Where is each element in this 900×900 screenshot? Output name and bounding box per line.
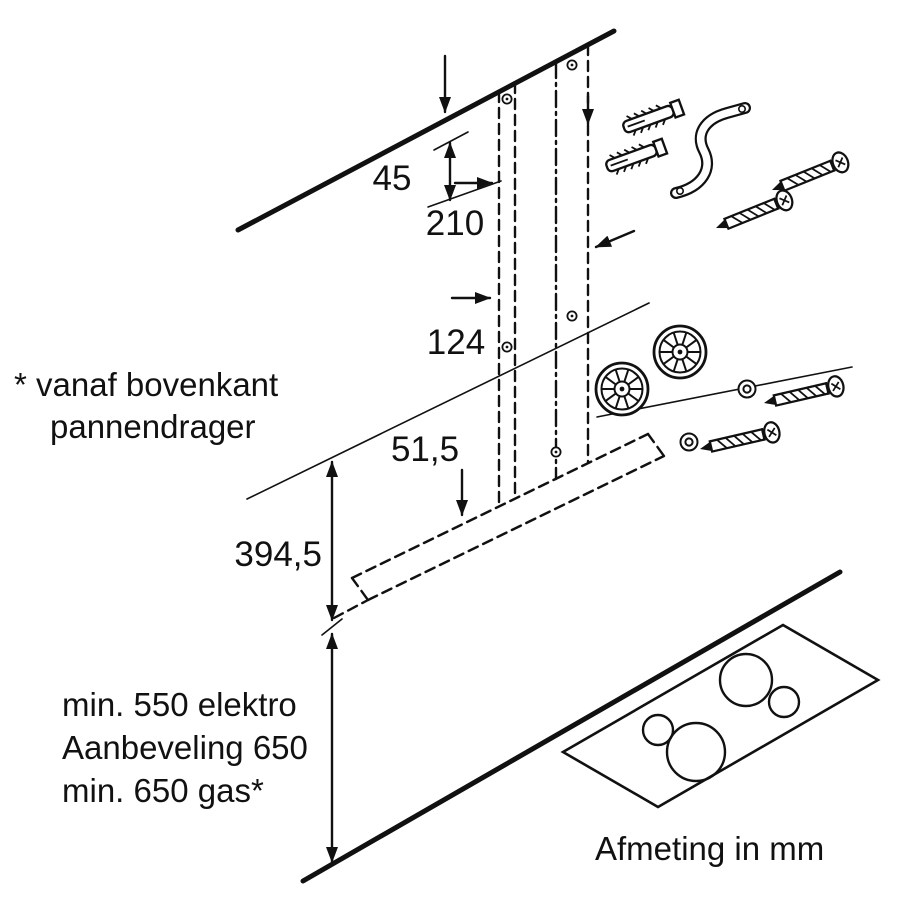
- burner-ring: [767, 685, 801, 719]
- washer-icon: [737, 379, 757, 399]
- burner-ring: [665, 721, 727, 783]
- washer-icon: [679, 432, 699, 452]
- mounting-screw-icon: [711, 186, 797, 239]
- wall-plug-icon: [619, 96, 687, 139]
- clearance-note-line2: Aanbeveling 650: [62, 729, 308, 766]
- clearance-note-line3: min. 650 gas*: [62, 772, 264, 809]
- dim-51-5: 51,5: [391, 430, 468, 517]
- dim-45-label: 45: [373, 159, 412, 198]
- dim-210: 210: [426, 94, 636, 249]
- footer-units-label: Afmeting in mm: [595, 830, 824, 867]
- drill-hole-icon: [501, 93, 513, 105]
- dim-394-5: 394,5: [234, 460, 343, 636]
- canopy-lower-plane: [332, 432, 666, 620]
- hood-bottom-line: [246, 302, 650, 500]
- cover-cap-icon: [652, 324, 708, 380]
- dim-124-label: 124: [427, 323, 485, 362]
- dim-210-label: 210: [426, 204, 484, 243]
- drill-hole-icon: [566, 59, 578, 71]
- wall-plug-icon: [602, 135, 670, 178]
- mounting-centerlines: [497, 43, 590, 508]
- mounting-screw-icon: [696, 419, 783, 461]
- text-notes: * vanaf bovenkant pannendrager min. 550 …: [14, 366, 824, 867]
- mounting-screw-icon: [760, 373, 847, 415]
- clearance-note-line1: min. 550 elektro: [62, 686, 297, 723]
- drill-holes: [501, 59, 578, 458]
- drill-hole-icon: [550, 446, 562, 458]
- drill-hole-icon: [501, 341, 513, 353]
- countertop-edge-line: [300, 569, 843, 884]
- dim-124: 124: [427, 292, 492, 362]
- cover-cap-icon: [594, 361, 650, 417]
- burner-ring: [718, 652, 774, 708]
- dim-51-5-label: 51,5: [391, 430, 459, 469]
- dim-394-5-label: 394,5: [234, 535, 322, 574]
- burner-ring: [641, 713, 675, 747]
- cooktop-icon: [560, 623, 881, 809]
- reference-note-line2: pannendrager: [50, 408, 256, 445]
- wall-edge-line: [235, 28, 617, 233]
- mounting-bracket-icon: [670, 102, 751, 199]
- dim-45: 45: [373, 131, 502, 208]
- top-hardware: [602, 96, 853, 239]
- reference-note-line1: * vanaf bovenkant: [14, 366, 278, 403]
- drill-hole-icon: [566, 310, 578, 322]
